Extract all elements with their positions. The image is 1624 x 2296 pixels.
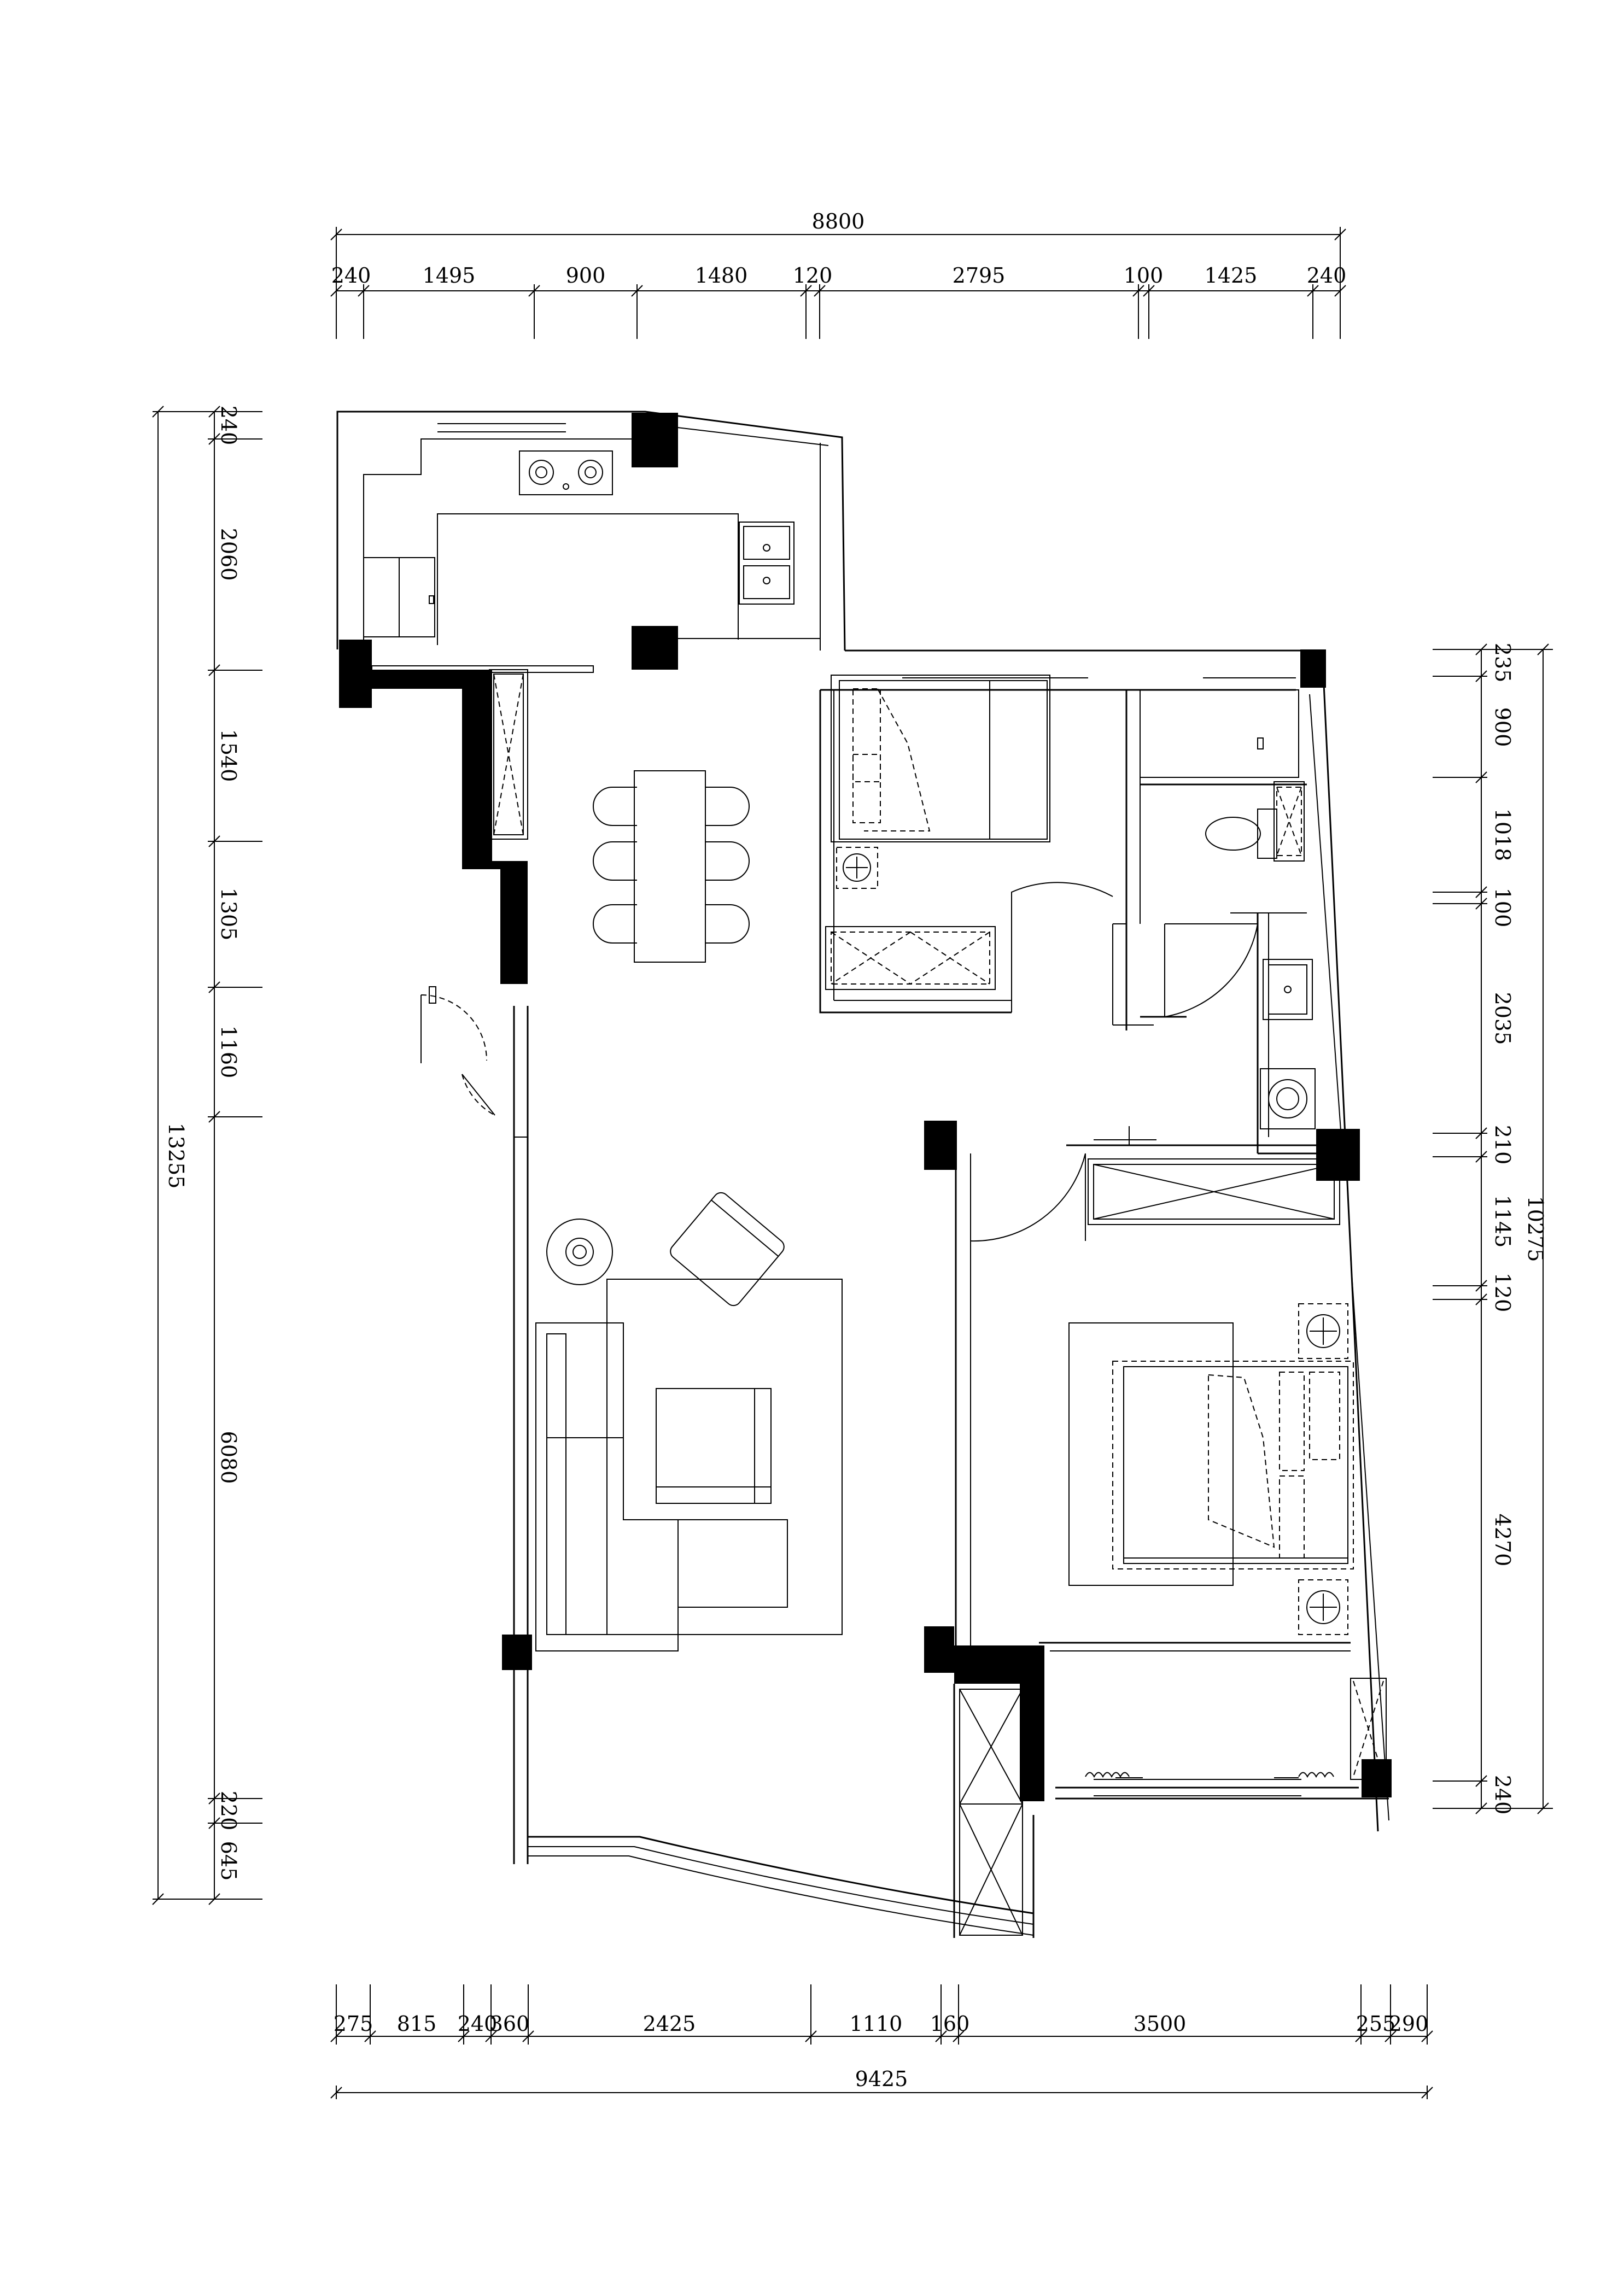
bottom-seg-3: 360 xyxy=(490,2012,530,2036)
right-seg-7: 120 xyxy=(1491,1273,1515,1313)
armchair-icon xyxy=(670,1192,785,1307)
lamp-icon xyxy=(546,1219,613,1285)
right-seg-2: 1018 xyxy=(1491,809,1515,862)
right-seg-1: 900 xyxy=(1491,707,1515,747)
rug xyxy=(606,1279,843,1635)
left-seg-5: 6080 xyxy=(217,1431,241,1484)
structural-columns xyxy=(339,413,1392,1801)
top-seg-5: 2795 xyxy=(953,263,1006,288)
bottom-seg-9: 290 xyxy=(1389,2012,1429,2036)
left-seg-6: 220 xyxy=(217,1791,241,1831)
top-seg-8: 240 xyxy=(1307,263,1347,288)
wardrobe-icon xyxy=(959,1689,1023,1936)
bedroom-2 xyxy=(825,675,1113,1012)
left-seg-3: 1305 xyxy=(217,888,241,941)
top-seg-2: 900 xyxy=(566,263,606,288)
left-seg-7: 645 xyxy=(217,1841,241,1881)
toilet-icon xyxy=(1205,809,1277,859)
top-total-label: 8800 xyxy=(812,209,865,233)
bottom-seg-1: 815 xyxy=(397,2012,437,2036)
bathroom xyxy=(1140,689,1316,1129)
bottom-seg-8: 255 xyxy=(1356,2012,1396,2036)
right-seg-0: 235 xyxy=(1491,643,1515,683)
top-seg-3: 1480 xyxy=(695,263,748,288)
top-seg-4: 120 xyxy=(793,263,833,288)
wardrobe-icon xyxy=(489,669,528,840)
kitchen-counter-shelf xyxy=(371,665,594,673)
right-dimensions: 10275 235 90 xyxy=(1433,643,1553,1815)
dining-table-icon xyxy=(593,770,750,963)
bottom-seg-2: 240 xyxy=(458,2012,498,2036)
stove-icon xyxy=(519,450,613,495)
kitchen-cabinets xyxy=(363,557,435,637)
sink-icon xyxy=(739,522,795,605)
right-seg-5: 210 xyxy=(1491,1125,1515,1165)
wall-outlines xyxy=(336,411,1389,1938)
entry-door xyxy=(420,986,495,1116)
armchair-icon xyxy=(656,1388,772,1504)
washbasin-icon xyxy=(1263,959,1313,1020)
bottom-seg-4: 2425 xyxy=(643,2012,696,2036)
lamp-icon xyxy=(836,847,878,889)
lamp-icon xyxy=(1298,1303,1348,1359)
top-seg-1: 1495 xyxy=(423,263,476,288)
bottom-dimensions: 275 815 240 360 2425 1110 160 3500 255 2… xyxy=(330,1984,1433,2099)
bottom-seg-0: 275 xyxy=(334,2012,373,2036)
left-seg-1: 2060 xyxy=(217,528,241,581)
desk-cabinet xyxy=(825,926,996,990)
kitchen xyxy=(363,450,795,673)
left-total-label: 13255 xyxy=(164,1123,188,1189)
shower-tray xyxy=(1140,689,1299,778)
top-seg-0: 240 xyxy=(331,263,371,288)
sofa-icon xyxy=(535,1322,788,1651)
bottom-seg-5: 1110 xyxy=(850,2012,903,2036)
top-seg-7: 1425 xyxy=(1205,263,1258,288)
washer-icon xyxy=(1260,1068,1316,1129)
living-room xyxy=(535,1192,843,1651)
right-seg-3: 100 xyxy=(1491,888,1515,928)
right-total-label: 10275 xyxy=(1523,1196,1547,1262)
lamp-icon xyxy=(1298,1579,1348,1635)
right-seg-8: 4270 xyxy=(1491,1514,1515,1567)
top-dimensions: 8800 240 1495 900 xyxy=(330,209,1347,339)
bottom-seg-7: 3500 xyxy=(1134,2012,1187,2036)
master-bedroom xyxy=(959,1153,1387,1936)
radiator-icon xyxy=(1085,1772,1334,1778)
left-dimensions: 13255 240 2060 1540 1305 116 xyxy=(152,406,262,1905)
left-seg-4: 1160 xyxy=(217,1026,241,1079)
top-seg-6: 100 xyxy=(1124,263,1164,288)
left-seg-0: 240 xyxy=(217,406,241,446)
bed-icon xyxy=(1068,1322,1354,1586)
left-seg-2: 1540 xyxy=(217,729,241,782)
bottom-seg-6: 160 xyxy=(930,2012,970,2036)
bed-icon xyxy=(831,675,1050,842)
wardrobe-icon xyxy=(1088,1158,1340,1225)
right-seg-4: 2035 xyxy=(1491,992,1515,1045)
bottom-total-label: 9425 xyxy=(855,2067,908,2091)
right-seg-9: 240 xyxy=(1491,1775,1515,1815)
right-seg-6: 1145 xyxy=(1491,1195,1515,1248)
